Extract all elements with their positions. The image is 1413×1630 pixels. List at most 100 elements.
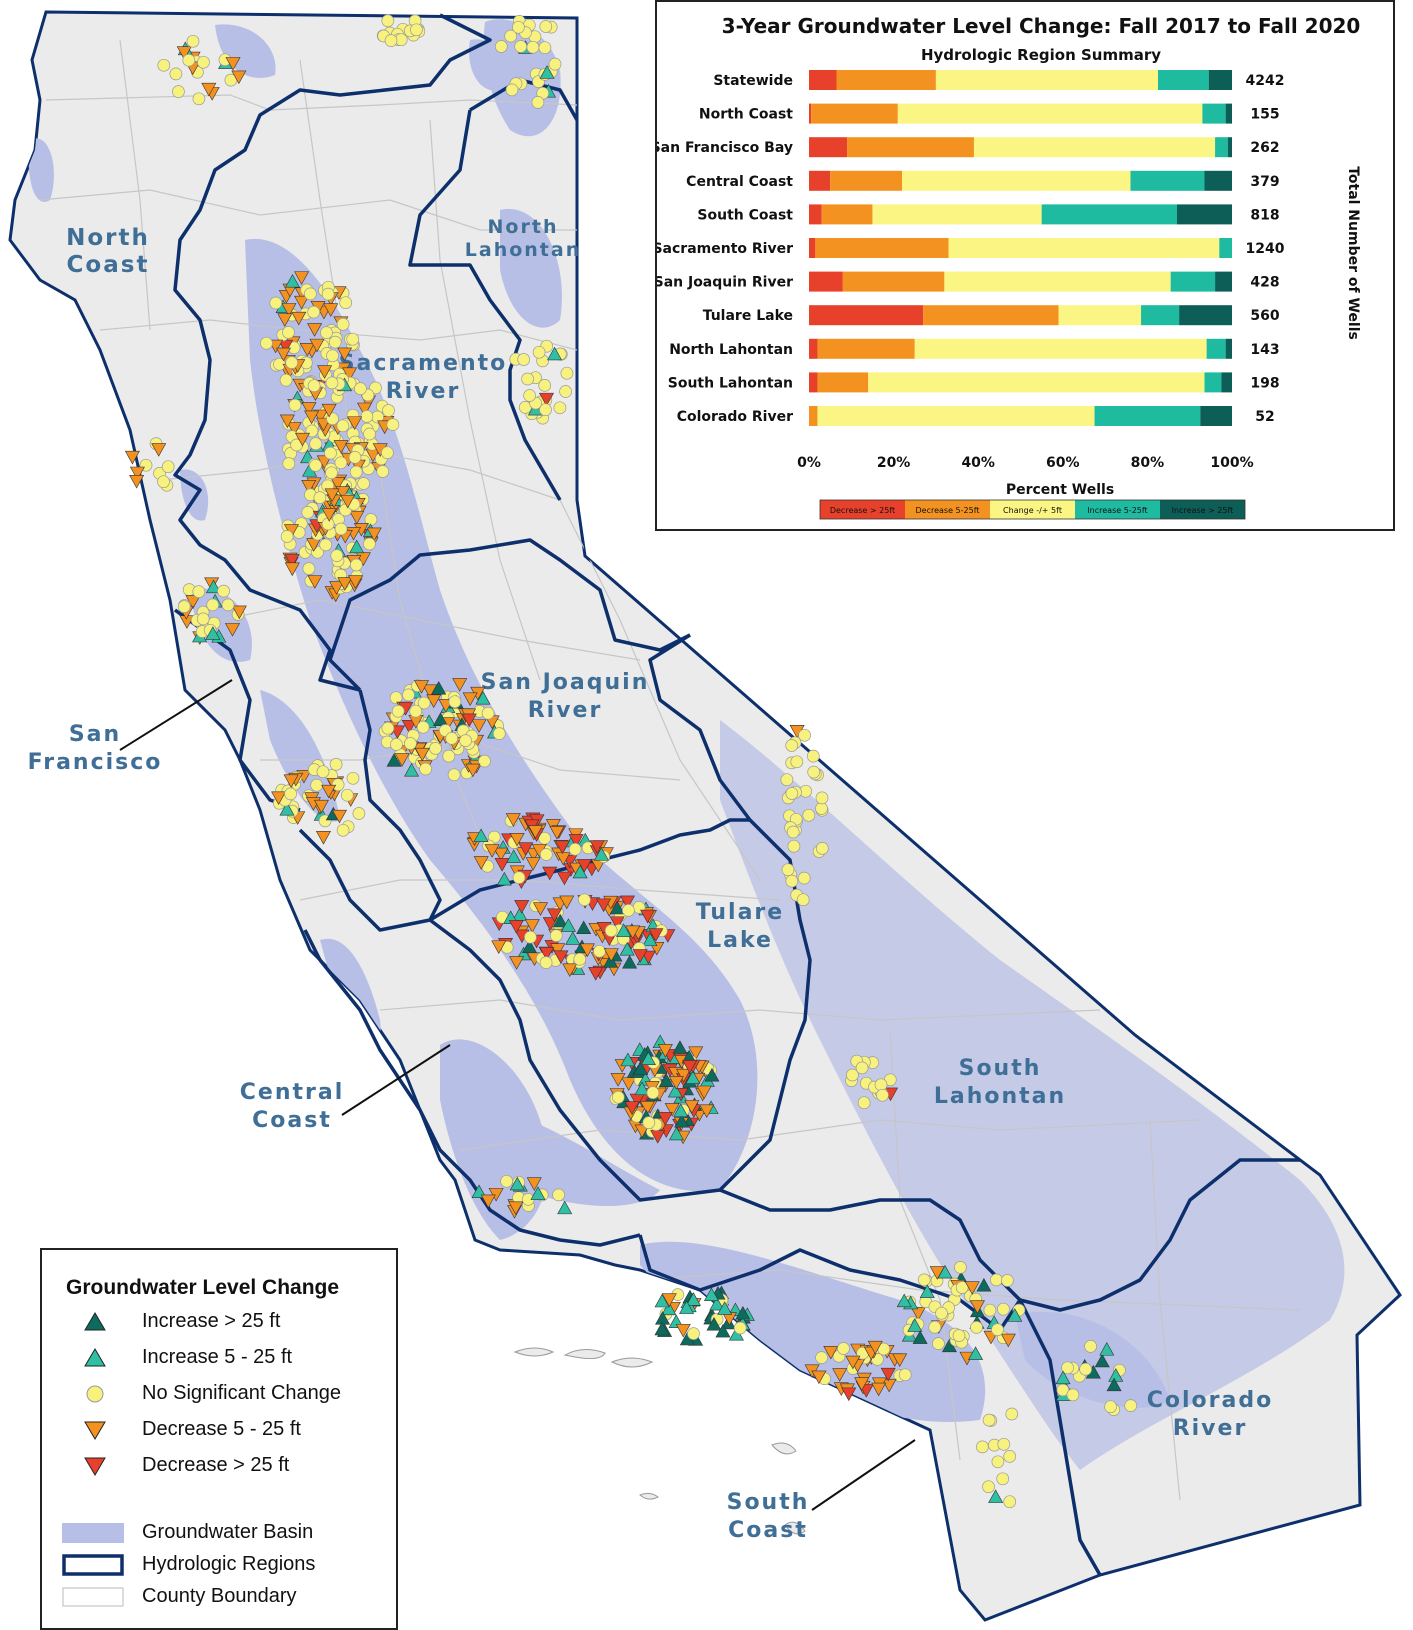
well-decrease — [331, 809, 347, 824]
well-increase — [386, 753, 402, 767]
well-no-change — [330, 549, 344, 562]
well-no-change — [935, 1306, 948, 1320]
well-decrease — [964, 1281, 980, 1295]
bar-segment — [842, 271, 945, 292]
legend-label: Decrease > 25 ft — [142, 1454, 290, 1476]
well-decrease — [539, 946, 555, 961]
well-no-change — [447, 768, 461, 782]
well-decrease — [910, 1307, 926, 1321]
well-decrease — [471, 719, 487, 733]
well-no-change — [417, 696, 431, 710]
legend-item-increase-5-25: Increase 5 - 25 ft — [42, 1343, 392, 1373]
well-no-change — [349, 558, 363, 572]
well-no-change — [192, 585, 206, 598]
well-increase — [471, 1184, 487, 1198]
well-decrease — [271, 791, 287, 806]
bar-segment — [1225, 338, 1232, 359]
total-wells-label: 143 — [1250, 342, 1279, 358]
well-no-change — [815, 791, 829, 805]
well-no-change — [336, 823, 350, 837]
well-decrease — [518, 842, 534, 856]
bar-segment — [948, 238, 1220, 258]
well-decrease — [286, 421, 302, 436]
well-no-change — [331, 778, 345, 792]
well-no-change — [622, 904, 635, 917]
well-decrease — [279, 414, 295, 429]
legend-label: No Significant Change — [142, 1382, 342, 1404]
well-no-change — [500, 1174, 513, 1188]
well-no-change — [807, 765, 821, 779]
well-increase — [522, 939, 538, 953]
well-decrease — [176, 46, 192, 60]
chart-right-axis-label: Total Number of Wells — [1345, 166, 1361, 340]
well-decrease — [603, 948, 619, 962]
well-increase — [672, 1040, 688, 1054]
bar-segment — [817, 372, 869, 393]
well-no-change — [553, 401, 567, 415]
well-no-change — [560, 366, 574, 380]
well-decrease — [845, 1355, 861, 1370]
well-no-change — [481, 706, 495, 720]
total-wells-label: 379 — [1250, 174, 1279, 190]
well-no-change — [568, 842, 582, 856]
well-decrease — [880, 1367, 896, 1382]
well-no-change — [573, 952, 587, 966]
well-no-change — [611, 1090, 625, 1104]
well-no-change — [310, 778, 324, 792]
well-no-change — [786, 825, 800, 839]
well-decrease — [307, 323, 323, 337]
well-no-change — [976, 1440, 989, 1454]
well-decrease — [559, 895, 575, 910]
bar-segment — [1204, 170, 1232, 191]
well-increase — [706, 1316, 722, 1331]
county-swatch-icon — [62, 1587, 124, 1607]
well-decrease — [549, 826, 565, 840]
well-no-change — [983, 1303, 997, 1317]
well-decrease — [275, 347, 291, 362]
bar-segment — [1141, 305, 1180, 326]
well-no-change — [991, 1323, 1004, 1337]
triangle-down-icon — [84, 1457, 106, 1476]
well-decrease — [871, 1382, 887, 1397]
bar-segment — [1221, 372, 1232, 393]
well-increase — [576, 920, 592, 935]
well-no-change — [336, 419, 350, 433]
well-increase — [703, 1287, 719, 1301]
x-tick-label: 0% — [797, 455, 821, 471]
well-decrease — [505, 813, 521, 827]
well-no-change — [1001, 1274, 1014, 1287]
well-decrease — [509, 956, 525, 970]
well-increase — [1099, 1342, 1115, 1356]
bar-segment — [809, 170, 831, 191]
well-no-change — [517, 353, 531, 366]
well-increase — [284, 274, 301, 288]
bar-segment — [944, 271, 1171, 292]
well-no-change — [288, 398, 302, 412]
well-no-change — [309, 437, 323, 451]
bar-segment — [809, 338, 818, 359]
well-decrease — [349, 510, 365, 525]
well-increase — [530, 1186, 546, 1200]
well-no-change — [494, 40, 508, 53]
well-no-change — [548, 57, 562, 71]
well-no-change — [382, 404, 395, 417]
well-no-change — [196, 612, 210, 626]
well-no-change — [790, 755, 804, 769]
category-label: South Coast — [697, 207, 793, 223]
well-decrease — [664, 1103, 680, 1117]
well-no-change — [837, 1342, 850, 1355]
well-no-change — [646, 1086, 660, 1100]
well-decrease — [366, 527, 382, 542]
total-wells-label: 4242 — [1246, 73, 1285, 89]
well-no-change — [316, 765, 330, 779]
well-decrease — [493, 847, 509, 862]
well-no-change — [419, 762, 432, 776]
bar-segment — [815, 238, 949, 258]
well-increase — [205, 626, 221, 640]
well-decrease — [621, 1077, 637, 1091]
well-no-change — [855, 1061, 869, 1075]
well-no-change — [512, 871, 526, 884]
bar-segment — [1215, 271, 1232, 292]
